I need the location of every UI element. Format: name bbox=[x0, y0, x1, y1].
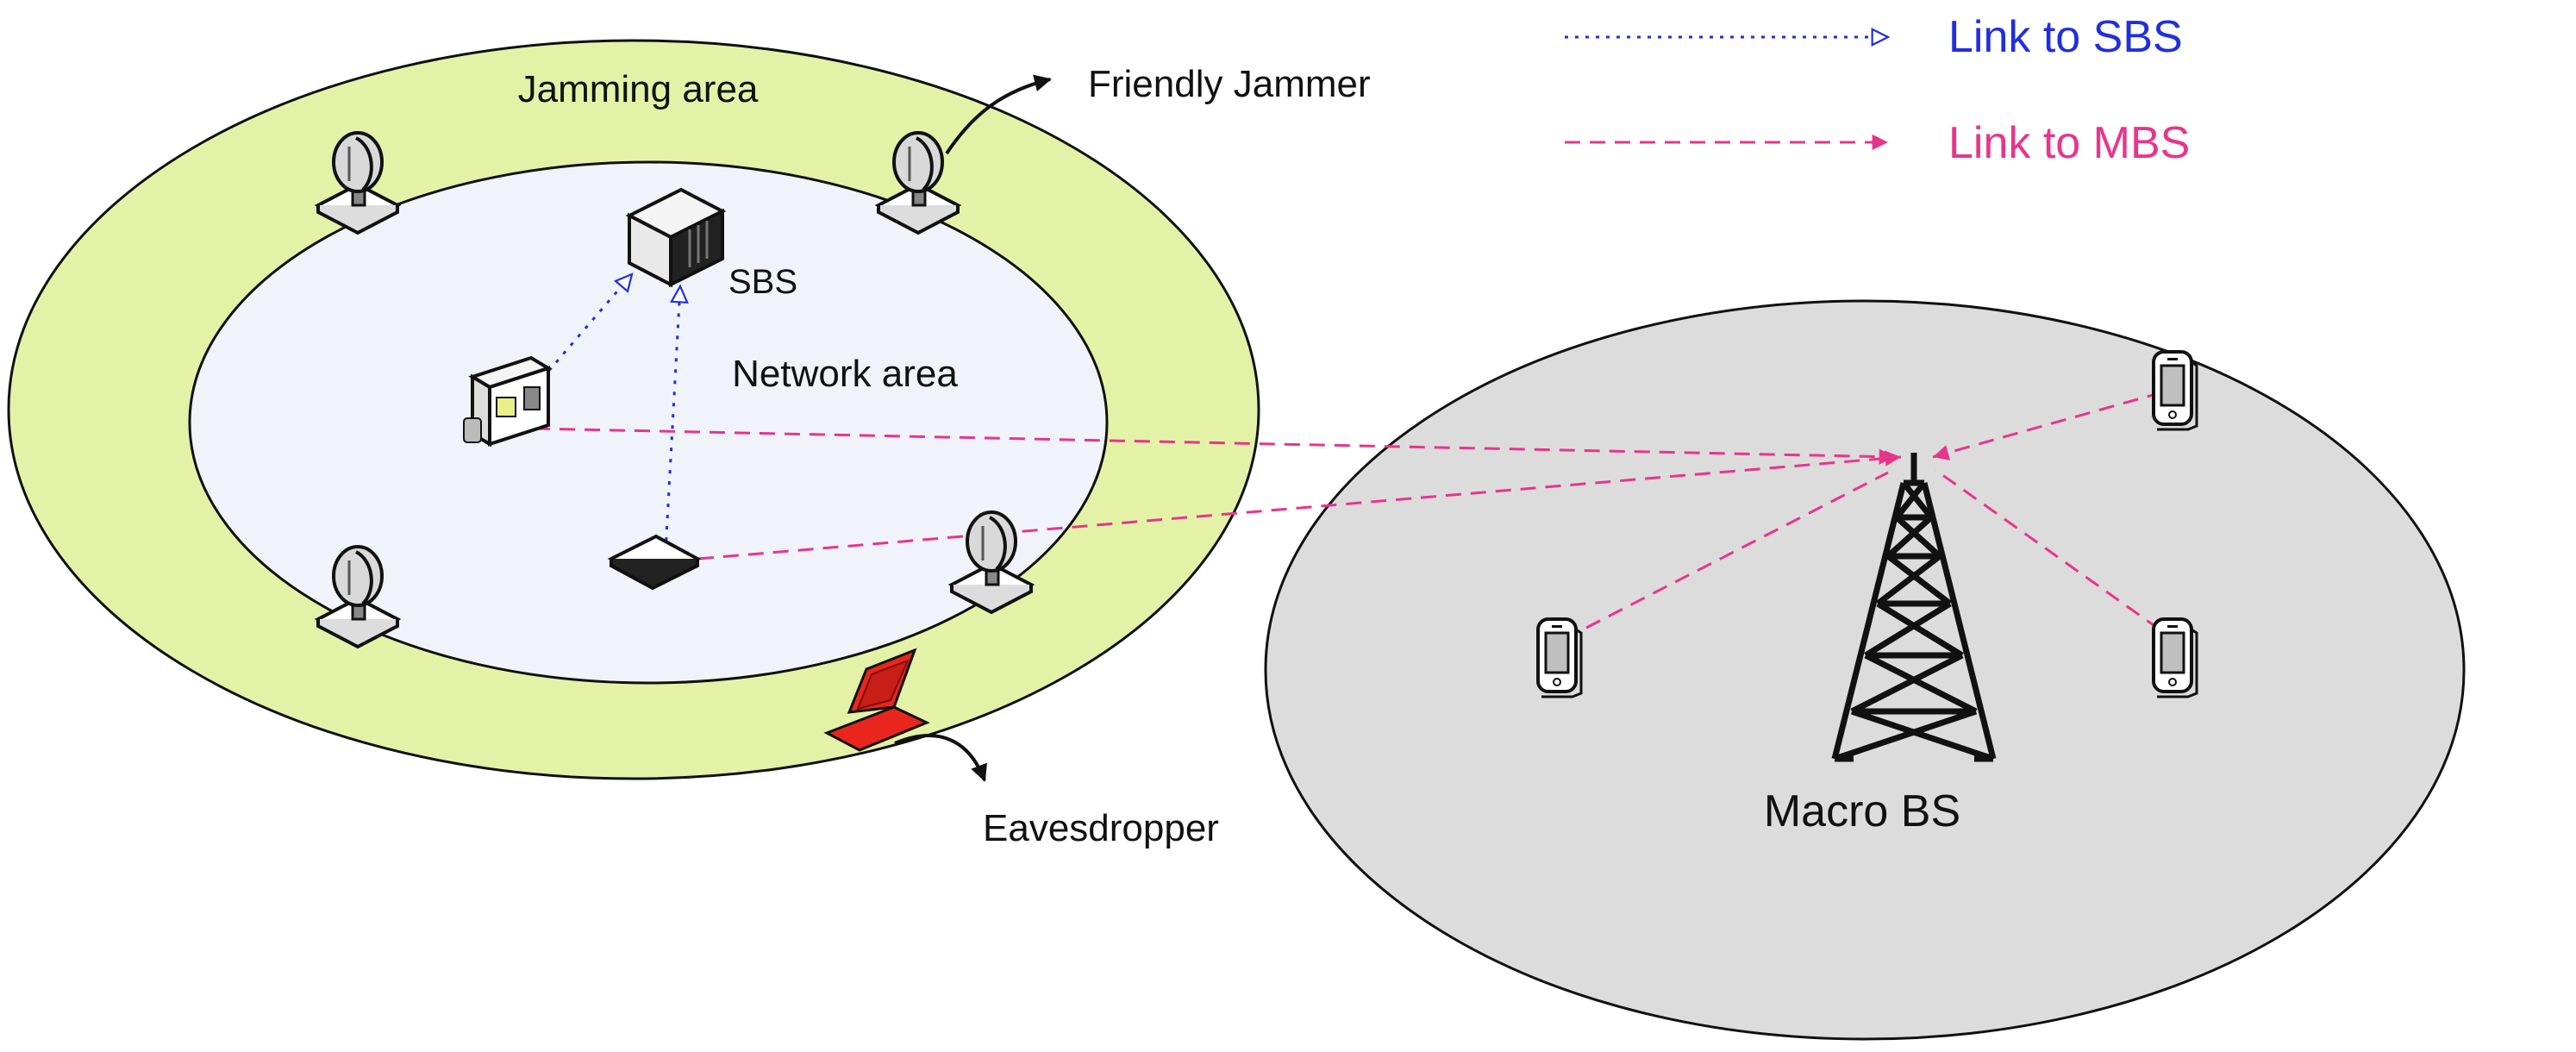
macro-area bbox=[1264, 299, 2466, 1041]
laptop-icon bbox=[823, 648, 930, 752]
macro-bs-label: Macro BS bbox=[1764, 786, 1960, 836]
tower-icon bbox=[1831, 453, 1997, 762]
mbs-link-phone-right bbox=[1935, 468, 2160, 631]
eavesdropper-label: Eavesdropper bbox=[983, 807, 1219, 849]
eavesdropper-arrow bbox=[894, 734, 987, 782]
mbs-link-wall-router bbox=[534, 427, 1896, 465]
network-area-label: Network area bbox=[732, 353, 958, 395]
mbs-link-flat-router bbox=[697, 450, 1902, 560]
sbs-label: SBS bbox=[728, 263, 797, 301]
mbs-link-phone-left bbox=[1585, 471, 1889, 629]
flat-router-icon bbox=[607, 534, 702, 591]
jamming-area-label: Jamming area bbox=[518, 68, 759, 110]
sbs-server-icon bbox=[625, 187, 727, 288]
friendly-jammer-label: Friendly Jammer bbox=[1088, 63, 1371, 105]
legend: Link to SBS Link to MBS bbox=[1565, 12, 2190, 168]
phone-icon bbox=[1536, 617, 1583, 698]
wall-router-icon bbox=[463, 355, 553, 448]
legend-mbs-label: Link to MBS bbox=[1948, 118, 2190, 168]
mbs-links bbox=[534, 391, 2163, 631]
friendly-jammer-arrow bbox=[945, 74, 1052, 155]
mbs-link-phone-top-right bbox=[1932, 391, 2163, 460]
phone-icon bbox=[2152, 350, 2198, 431]
sbs-link-wall-router bbox=[540, 274, 632, 380]
phone-icon bbox=[2152, 617, 2198, 698]
network-area bbox=[188, 160, 1109, 685]
legend-sbs-label: Link to SBS bbox=[1948, 12, 2183, 62]
